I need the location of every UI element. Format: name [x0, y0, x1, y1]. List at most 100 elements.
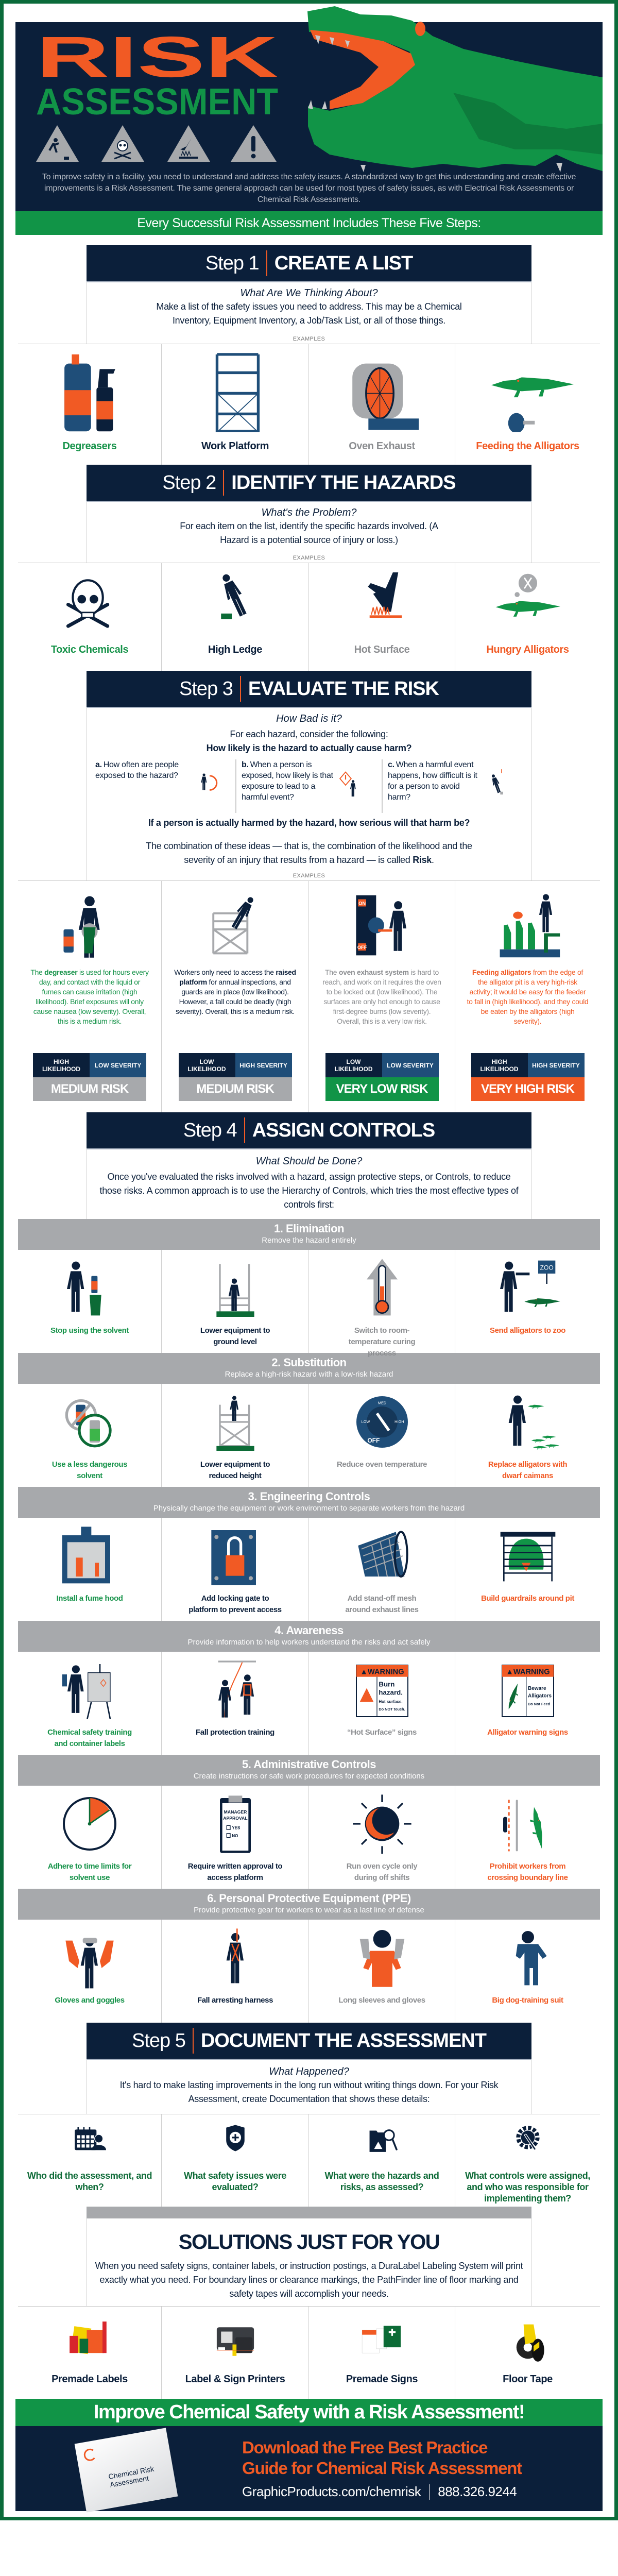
- svg-text:▲WARNING: ▲WARNING: [506, 1668, 550, 1676]
- control-example-label: Prohibit workers from crossing boundary …: [487, 1862, 568, 1882]
- fall-hazard-icon: [36, 125, 79, 162]
- header-divider: [223, 470, 225, 496]
- likelihood-factor: a.How often are people exposed to the ha…: [90, 759, 235, 813]
- documentation-details: Who did the assessment, and when?What sa…: [18, 2114, 600, 2207]
- example-label: Hot Surface: [354, 644, 410, 655]
- control-example: Build guardrails around pit: [455, 1518, 600, 1621]
- low-platform-icon: [162, 1391, 308, 1453]
- example-label: Hungry Alligators: [486, 644, 569, 655]
- svg-text:LOW: LOW: [361, 1419, 370, 1424]
- guide-cover-image[interactable]: Chemical Risk Assessment: [74, 2428, 178, 2513]
- example-card: Hungry Alligators: [455, 563, 600, 671]
- example-card: Premade Signs: [309, 2307, 455, 2399]
- mesh-tube-icon: [309, 1525, 455, 1587]
- hero-title-assessment: ASSESSMENT: [36, 81, 278, 123]
- control-example: Lower equipment to ground level: [162, 1250, 309, 1353]
- explanation-text: for annual inspections, and guards are i…: [176, 978, 295, 1015]
- step-question: What Are We Thinking About?: [240, 287, 378, 299]
- risk-level-badge: MEDIUM RISK: [33, 1077, 146, 1101]
- control-example: Prohibit workers from crossing boundary …: [455, 1786, 600, 1889]
- svg-text:APPROVAL: APPROVAL: [223, 1816, 248, 1821]
- svg-text:ZOO: ZOO: [540, 1264, 553, 1272]
- severity-badge: LOW SEVERITY: [382, 1053, 439, 1077]
- likelihood-factor: c.When a harmful event happens, how diff…: [382, 759, 528, 813]
- factor-letter: c.: [388, 760, 394, 769]
- example-card: Feeding the Alligators: [455, 344, 600, 465]
- step-1-intro: What Are We Thinking About? Make a list …: [87, 282, 531, 344]
- control-examples-row: Chemical safety training and container l…: [18, 1652, 600, 1755]
- contact-row: GraphicProducts.com/chemrisk 888.326.924…: [242, 2484, 517, 2500]
- step-3-examples: The degreaser is used for hours every da…: [18, 880, 600, 1112]
- control-example: Gloves and goggles: [18, 1920, 162, 2023]
- bite-suit-icon: [455, 1927, 600, 1989]
- shield-plus-icon: [162, 2123, 308, 2164]
- alligator-pit-icon: [455, 889, 600, 961]
- likelihood-badge: HIGH LIKELIHOOD: [33, 1053, 90, 1077]
- poison-skull-icon: [101, 125, 144, 162]
- svg-text:Beware: Beware: [528, 1686, 546, 1691]
- control-example-label: Adhere to time limits for solvent use: [47, 1862, 132, 1882]
- control-category-title: 5. Administrative Controls: [242, 1758, 376, 1771]
- website-link[interactable]: GraphicProducts.com/chemrisk: [242, 2484, 421, 2499]
- cta-line-1: Download the Free Best Practice: [242, 2438, 488, 2457]
- guide-cover-title: Chemical Risk Assessment: [108, 2464, 155, 2489]
- example-card: What safety issues were evaluated?: [162, 2114, 309, 2207]
- example-card: Hot Surface: [309, 563, 455, 671]
- step-title: DOCUMENT THE ASSESSMENT: [200, 2029, 487, 2052]
- control-category-description: Create instructions or safe work procedu…: [193, 1772, 425, 1781]
- svg-text:OFF: OFF: [357, 945, 367, 950]
- severity-badge: HIGH SEVERITY: [527, 1053, 585, 1077]
- risk-explanation: Workers only need to access the raised p…: [162, 968, 308, 1045]
- example-card: Toxic Chemicals: [18, 563, 162, 671]
- guardrail-alligator-icon: [455, 1525, 600, 1587]
- explanation-text: Workers only need to access the: [174, 968, 276, 976]
- risk-explanation: Feeding alligators from the edge of the …: [455, 968, 600, 1045]
- cta-line-2: Guide for Chemical Risk Assessment: [242, 2459, 522, 2478]
- example-label: Label & Sign Printers: [185, 2374, 285, 2385]
- exclamation-icon: [231, 125, 277, 162]
- step-title: IDENTIFY THE HAZARDS: [231, 471, 456, 494]
- degreaser-bottles-icon: [18, 350, 161, 432]
- control-example: Long sleeves and gloves: [309, 1920, 455, 2023]
- control-example: Stop using the solvent: [18, 1250, 162, 1353]
- risk-level-badge: VERY LOW RISK: [325, 1077, 439, 1101]
- factor-description: When a harmful event happens, how diffic…: [388, 760, 477, 802]
- control-example-label: Big dog-training suit: [492, 1996, 563, 2005]
- zoo-sign-icon: ZOO: [455, 1257, 600, 1319]
- step-title: ASSIGN CONTROLS: [252, 1119, 435, 1141]
- control-example-label: Reduce oven temperature: [336, 1460, 427, 1469]
- hungry-alligator-icon: [455, 572, 600, 637]
- control-example: Chemical safety training and container l…: [18, 1652, 162, 1755]
- svg-text:MED: MED: [377, 1400, 386, 1405]
- step-title: CREATE A LIST: [274, 252, 413, 274]
- premade-signs-icon: [309, 2316, 455, 2367]
- svg-text:YES: YES: [232, 1826, 241, 1831]
- example-card: What were the hazards and risks, as asse…: [309, 2114, 455, 2207]
- harness-training-icon: [162, 1659, 308, 1721]
- example-card: What controls were assigned, and who was…: [455, 2114, 600, 2207]
- step-question: What Happened?: [269, 2066, 349, 2077]
- falling-person-icon: [162, 572, 308, 637]
- control-example: Replace alligators with dwarf caimans: [455, 1384, 600, 1487]
- phone-number[interactable]: 888.326.9244: [438, 2484, 517, 2499]
- calendar-person-icon: [18, 2123, 161, 2164]
- factor-description: How often are people exposed to the haza…: [95, 760, 179, 780]
- control-category-description: Provide information to help workers unde…: [187, 1638, 431, 1647]
- premade-labels-icon: [18, 2316, 161, 2367]
- explanation-text: is hard to reach, and work on it require…: [322, 968, 441, 1025]
- boundary-line-icon: [455, 1793, 600, 1855]
- download-guide-link[interactable]: Download the Free Best Practice Guide fo…: [242, 2437, 522, 2479]
- example-label: Toxic Chemicals: [50, 644, 129, 655]
